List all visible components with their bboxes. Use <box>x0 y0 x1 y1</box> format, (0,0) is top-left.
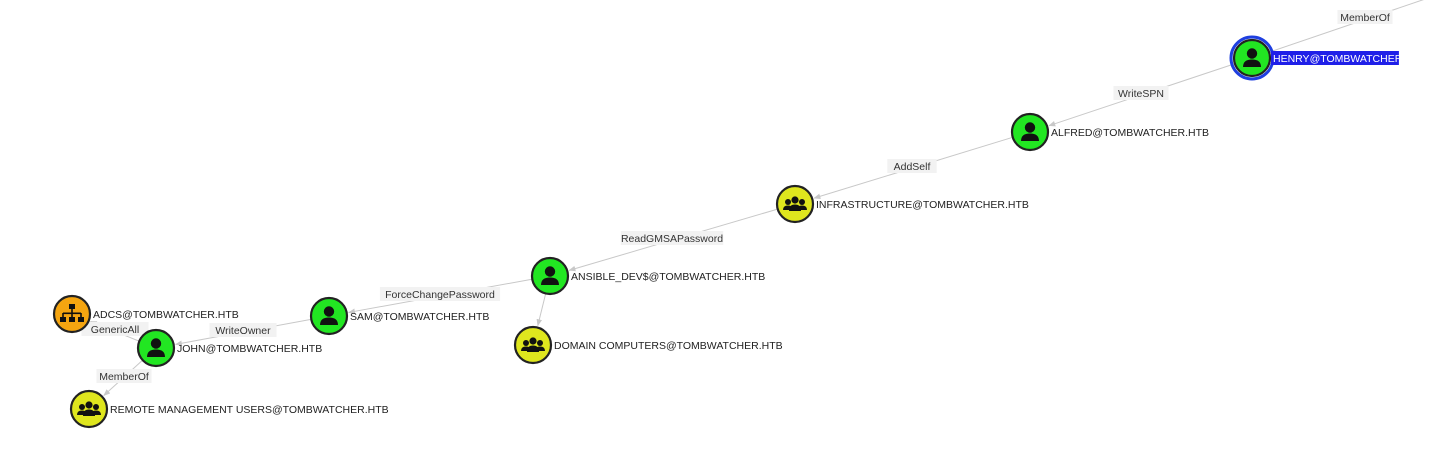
node-label: ALFRED@TOMBWATCHER.HTB <box>1051 127 1209 139</box>
group-icon <box>521 337 545 352</box>
edge-label-bg <box>379 287 501 301</box>
node-label: DOMAIN COMPUTERS@TOMBWATCHER.HTB <box>554 340 783 352</box>
node-label: REMOTE MANAGEMENT USERS@TOMBWATCHER.HTB <box>110 404 389 416</box>
edge-alfred-infra[interactable]: AddSelf <box>813 137 1012 199</box>
edge-john-remote[interactable]: MemberOf <box>96 360 152 397</box>
user-icon <box>1021 122 1039 141</box>
edge-ansible-sam[interactable]: ForceChangePassword <box>347 278 532 315</box>
node-infra[interactable]: INFRASTRUCTURE@TOMBWATCHER.HTB <box>775 184 1029 224</box>
edge-henry-offscreen[interactable]: MemberOf <box>1269 0 1440 53</box>
node-remote[interactable]: REMOTE MANAGEMENT USERS@TOMBWATCHER.HTB <box>69 389 389 429</box>
node-circle[interactable] <box>513 325 553 365</box>
edge-label: GenericAll <box>91 324 139 336</box>
edge-label: MemberOf <box>1340 12 1390 24</box>
node-alfred[interactable]: ALFRED@TOMBWATCHER.HTB <box>1010 112 1209 152</box>
node-label: INFRASTRUCTURE@TOMBWATCHER.HTB <box>816 199 1029 211</box>
node-label: SAM@TOMBWATCHER.HTB <box>350 311 489 323</box>
user-icon <box>1243 48 1261 67</box>
edge-line[interactable] <box>1269 0 1440 53</box>
edge-label: ReadGMSAPassword <box>621 233 723 245</box>
node-henry[interactable]: HENRY@TOMBWATCHER.HTB <box>1229 35 1426 81</box>
node-circle[interactable] <box>775 184 815 224</box>
user-icon <box>147 338 165 357</box>
edge-label: WriteSPN <box>1118 88 1164 100</box>
edge-label-bg <box>96 369 152 383</box>
node-label: ANSIBLE_DEV$@TOMBWATCHER.HTB <box>571 271 765 283</box>
group-icon <box>783 196 807 211</box>
edge-label-bg <box>209 323 277 337</box>
edge-label: WriteOwner <box>215 325 271 337</box>
edge-infra-ansible[interactable]: ReadGMSAPassword <box>568 208 777 272</box>
group-icon <box>77 401 101 416</box>
node-john[interactable]: JOHN@TOMBWATCHER.HTB <box>136 328 322 368</box>
org-chart-icon <box>60 304 84 322</box>
edge-label-bg <box>620 231 724 245</box>
node-sam[interactable]: SAM@TOMBWATCHER.HTB <box>309 296 489 336</box>
edges-layer: MemberOfWriteSPNAddSelfReadGMSAPasswordF… <box>81 0 1440 397</box>
selected-label-bg <box>1271 51 1399 65</box>
edge-sam-john[interactable]: WriteOwner <box>174 318 311 346</box>
edge-label-bg <box>81 322 149 336</box>
edge-henry-alfred[interactable]: WriteSPN <box>1048 63 1235 127</box>
edge-label-bg <box>1113 86 1169 100</box>
node-label: JOHN@TOMBWATCHER.HTB <box>177 343 322 355</box>
node-ansible[interactable]: ANSIBLE_DEV$@TOMBWATCHER.HTB <box>530 256 765 296</box>
edge-label: AddSelf <box>894 161 931 173</box>
user-icon <box>541 266 559 285</box>
node-label: HENRY@TOMBWATCHER.HTB <box>1273 53 1426 65</box>
nodes-layer: HENRY@TOMBWATCHER.HTB ALFRED@TOMBWATCHER.… <box>52 35 1426 429</box>
node-domcomp[interactable]: DOMAIN COMPUTERS@TOMBWATCHER.HTB <box>513 325 783 365</box>
edge-line[interactable] <box>536 294 546 327</box>
edge-label: MemberOf <box>99 371 149 383</box>
node-adcs[interactable]: ADCS@TOMBWATCHER.HTB <box>52 294 239 334</box>
node-label: ADCS@TOMBWATCHER.HTB <box>93 309 239 321</box>
edge-ansible-domcomp[interactable] <box>536 294 546 327</box>
edge-john-adcs[interactable]: GenericAll <box>81 321 149 342</box>
user-icon <box>320 306 338 325</box>
edge-label-bg <box>1337 10 1393 24</box>
edge-label-bg <box>887 159 937 173</box>
node-circle[interactable] <box>69 389 109 429</box>
edge-label: ForceChangePassword <box>385 289 495 301</box>
